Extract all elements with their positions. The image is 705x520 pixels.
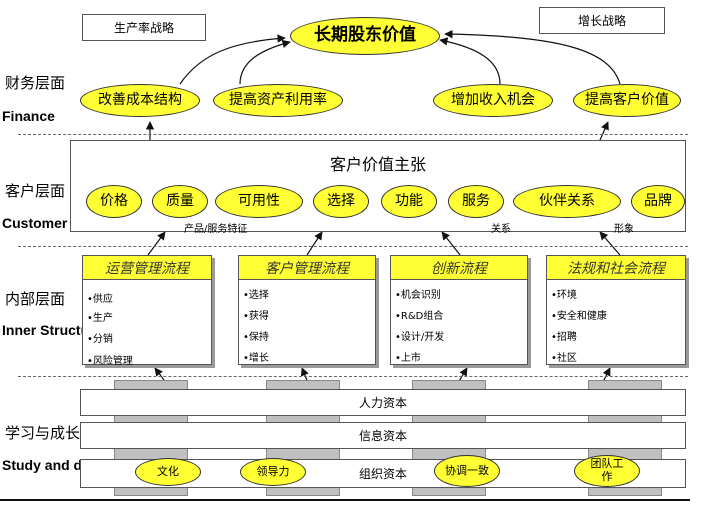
process-ops-item: •供应	[87, 294, 113, 305]
process-regulatory-item: •社区	[551, 353, 577, 364]
arrow-cust-proc-to-customer	[306, 231, 323, 256]
arrow-cost-to-goal	[179, 34, 286, 85]
process-customer-item: •选择	[243, 290, 269, 301]
process-customer-item: •增长	[243, 353, 269, 364]
divider-customer-internal	[18, 246, 688, 247]
process-innovation-item: •机会识别	[395, 290, 441, 301]
layer-label-learning-cn: 学习与成长	[5, 424, 81, 442]
finance-item-revenue: 增加收入机会	[433, 84, 553, 117]
layer-label-customer-en: Customer	[2, 215, 68, 231]
arrow-innov-to-customer	[441, 231, 461, 256]
arrow-customer-to-value	[599, 121, 609, 141]
group-label-image: 形象	[614, 224, 634, 235]
arrow-asset-to-goal	[239, 39, 291, 85]
process-innovation-item: •上市	[395, 353, 421, 364]
capital-bar-human: 人力资本	[80, 389, 686, 416]
attr-availability: 可用性	[215, 185, 303, 218]
process-innovation-item: •R&D组合	[395, 311, 444, 322]
process-regulatory-item: •招聘	[551, 332, 577, 343]
process-ops-title: 运营管理流程	[82, 255, 212, 280]
process-innovation-item: •设计/开发	[395, 332, 445, 343]
attr-quality: 质量	[152, 185, 208, 218]
arrow-reg-to-customer	[599, 231, 621, 256]
finance-item-customer-value: 提高客户价值	[573, 84, 681, 117]
finance-item-asset: 提高资产利用率	[213, 84, 343, 117]
process-customer-item: •获得	[243, 311, 269, 322]
org-item-teamwork: 团队工作	[574, 455, 640, 487]
attr-function: 功能	[381, 185, 437, 218]
divider-finance-customer	[18, 134, 688, 135]
attr-partnership: 伙伴关系	[513, 185, 621, 218]
arrow-ops-to-customer	[147, 231, 166, 256]
attr-service: 服务	[448, 185, 504, 218]
org-item-leadership: 领导力	[240, 458, 306, 486]
process-ops-item: •生产	[87, 313, 113, 324]
org-item-culture: 文化	[135, 458, 201, 486]
finance-item-cost: 改善成本结构	[80, 84, 200, 117]
customer-value-title: 客户价值主张	[329, 155, 426, 174]
layer-label-finance-cn: 财务层面	[5, 74, 66, 92]
attr-price: 价格	[86, 185, 142, 218]
layer-label-customer-cn: 客户层面	[5, 182, 66, 200]
process-ops-item: •分销	[87, 334, 113, 345]
process-ops-item: •风险管理	[87, 356, 133, 367]
productivity-strategy-box: 生产率战略	[82, 14, 206, 41]
divider-internal-learning	[18, 376, 688, 377]
capital-bar-information: 信息资本	[80, 422, 686, 449]
arrow-value-to-goal	[444, 29, 621, 85]
process-regulatory-title: 法规和社会流程	[546, 255, 686, 280]
group-label-product: 产品/服务特征	[184, 224, 248, 235]
process-regulatory-item: •安全和健康	[551, 311, 607, 322]
layer-label-internal-en: Inner Structure	[2, 322, 103, 338]
process-innovation-title: 创新流程	[390, 255, 528, 280]
group-label-relationship: 关系	[491, 224, 511, 235]
goal-ellipse: 长期股东价值	[290, 17, 440, 55]
arrow-revenue-to-goal	[439, 37, 501, 85]
growth-strategy-box: 增长战略	[539, 7, 665, 34]
process-regulatory-item: •环境	[551, 290, 577, 301]
layer-label-internal-cn: 内部层面	[5, 290, 66, 308]
process-customer-item: •保持	[243, 332, 269, 343]
attr-selection: 选择	[313, 185, 369, 218]
layer-label-finance-en: Finance	[2, 108, 55, 124]
attr-brand: 品牌	[631, 185, 685, 218]
org-item-alignment: 协调一致	[434, 455, 500, 487]
process-customer-title: 客户管理流程	[238, 255, 376, 280]
